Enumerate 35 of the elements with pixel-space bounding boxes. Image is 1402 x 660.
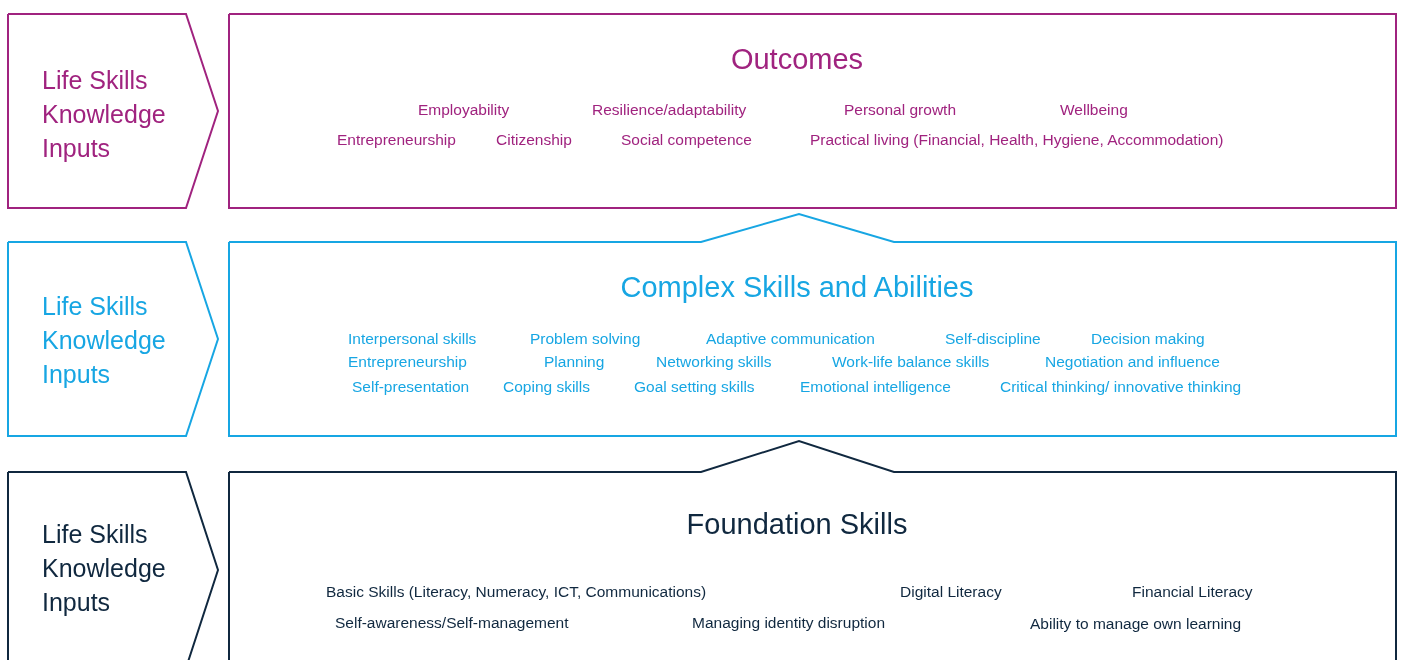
skill-item: Emotional intelligence xyxy=(800,377,951,397)
skill-item: Basic Skills (Literacy, Numeracy, ICT, Communications) xyxy=(326,582,707,602)
skill-item: Entrepreneurship xyxy=(348,352,467,372)
section-heading: Complex Skills and Abilities xyxy=(620,269,974,305)
skill-item: Networking skills xyxy=(656,352,772,372)
skill-item: Citizenship xyxy=(496,130,572,150)
skill-item: Critical thinking/ innovative thinking xyxy=(1000,377,1242,397)
skill-item: Personal growth xyxy=(844,100,956,120)
input-label: Life Skills Knowledge Inputs xyxy=(42,291,167,390)
skill-item: Employability xyxy=(418,100,510,120)
skill-item: Problem solving xyxy=(530,329,641,349)
skill-item: Self-discipline xyxy=(945,329,1041,349)
input-label: Life Skills Knowledge Inputs xyxy=(42,65,167,164)
skill-item: Wellbeing xyxy=(1060,100,1128,120)
skill-item: Adaptive communication xyxy=(706,329,875,349)
skill-item: Interpersonal skills xyxy=(348,329,477,349)
section-heading: Outcomes xyxy=(730,41,864,77)
skill-item: Managing identity disruption xyxy=(692,613,885,633)
skill-item: Work-life balance skills xyxy=(832,352,990,372)
skill-item: Coping skills xyxy=(503,377,590,397)
skill-item: Entrepreneurship xyxy=(337,130,456,150)
skill-item: Self-presentation xyxy=(352,377,470,397)
skill-item: Planning xyxy=(544,352,605,372)
skill-item: Resilience/adaptability xyxy=(592,100,747,120)
skill-item: Decision making xyxy=(1091,329,1205,349)
skill-item: Digital Literacy xyxy=(900,582,1002,602)
input-label: Life Skills Knowledge Inputs xyxy=(42,519,167,618)
skill-item: Practical living (Financial, Health, Hygiene, Accommodation) xyxy=(810,130,1224,150)
skill-item: Goal setting skills xyxy=(634,377,755,397)
skill-item: Social competence xyxy=(621,130,752,150)
skill-item: Financial Literacy xyxy=(1132,582,1253,602)
skill-item: Self-awareness/Self-management xyxy=(335,613,569,633)
section-heading: Foundation Skills xyxy=(686,506,908,542)
skill-item: Ability to manage own learning xyxy=(1030,614,1242,634)
skill-item: Negotiation and influence xyxy=(1045,352,1220,372)
